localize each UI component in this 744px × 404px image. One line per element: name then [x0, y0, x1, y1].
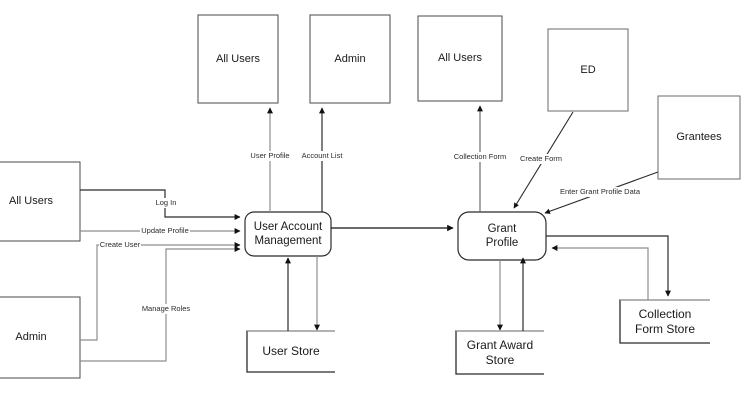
flow-label-log-in: Log In: [154, 198, 178, 208]
entity-label-admin-left: Admin: [15, 331, 47, 343]
process-label-grant-profile: Grant Profile: [485, 223, 519, 249]
entity-box-admin-left: [0, 296, 81, 379]
store-label-grant-award-store: Grant Award Store: [466, 337, 534, 367]
entity-box-ed: [547, 28, 629, 112]
entity-label-all-users-top-right: All Users: [437, 52, 482, 64]
flow-label-enter-grant-profile-data: Enter Grant Profile Data: [558, 187, 642, 197]
flow-line-collection-form-store-read: [551, 245, 649, 300]
entity-label-admin-top: Admin: [334, 52, 366, 65]
flow-label-manage-roles: Manage Roles: [140, 304, 192, 314]
entity-label-grantees: Grantees: [676, 131, 722, 143]
store-shape-grant-award-store: [455, 330, 544, 375]
flow-label-account-list: Account List: [300, 151, 344, 161]
entity-box-grantees: [657, 95, 741, 180]
entity-box-admin-top: [309, 14, 391, 104]
flow-label-create-form: Create Form: [518, 154, 564, 164]
flow-line-create-user: [80, 242, 241, 341]
store-label-user-store: User Store: [262, 344, 320, 358]
entity-box-all-users-top-right: [417, 15, 503, 102]
store-label-collection-form-store: Collection Form Store: [634, 306, 695, 336]
flow-line-collection-form-store-write: [546, 235, 671, 297]
process-label-user-account-management: User Account Management: [253, 221, 323, 247]
store-shape-user-store: [246, 330, 335, 373]
entity-label-all-users-left: All Users: [8, 195, 53, 207]
entity-box-all-users-left: [0, 161, 81, 242]
process-shape-user-account-management: [244, 211, 332, 257]
flow-label-create-user: Create User: [98, 240, 142, 250]
entity-box-all-users-top-left: [197, 14, 279, 104]
entity-label-all-users-top-left: All Users: [215, 52, 260, 65]
entity-label-ed: ED: [580, 63, 596, 76]
store-shape-collection-form-store: [619, 299, 710, 344]
